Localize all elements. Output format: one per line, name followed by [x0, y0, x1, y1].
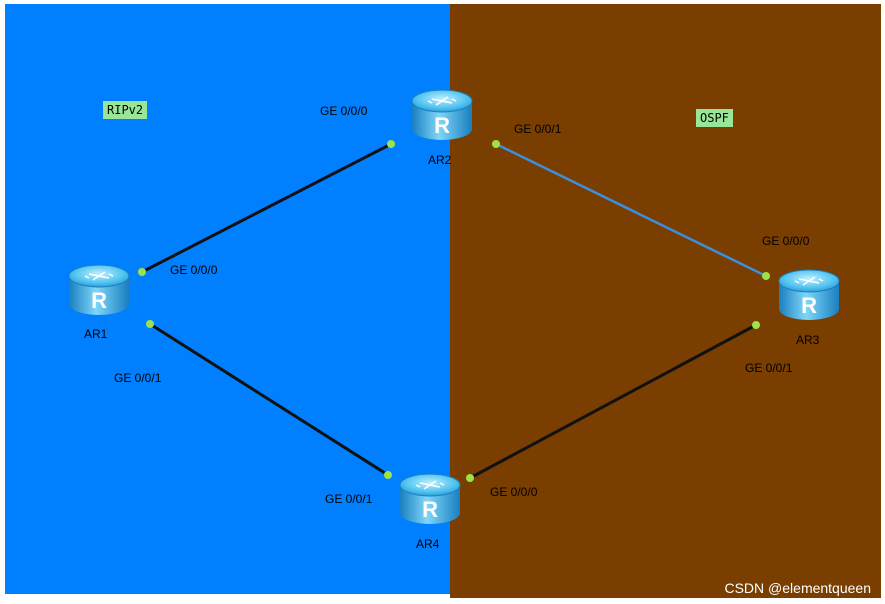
link-ar1-ar4 — [149, 322, 389, 477]
port-label-ar3-ge000: GE 0/0/0 — [762, 234, 810, 248]
router-icon[interactable]: R — [411, 89, 473, 140]
ripv2-tag: RIPv2 — [103, 101, 148, 119]
port-dot — [387, 140, 395, 148]
port-label-ar2-ge001: GE 0/0/1 — [514, 122, 562, 136]
router-icon[interactable]: R — [399, 473, 461, 524]
router-icon[interactable]: R — [778, 269, 840, 320]
router-icon[interactable]: R — [68, 264, 130, 315]
port-dot — [146, 320, 154, 328]
router-name-ar4: AR4 — [416, 537, 440, 551]
link-ar4-ar3 — [469, 323, 757, 480]
port-dot — [492, 140, 500, 148]
svg-text:R: R — [801, 293, 817, 318]
port-dot — [762, 272, 770, 280]
svg-text:R: R — [91, 288, 107, 313]
port-dot — [466, 474, 474, 482]
link-ar2-ar3 — [495, 142, 767, 278]
router-name-ar3: AR3 — [796, 333, 820, 347]
port-dot — [384, 471, 392, 479]
router-name-ar2: AR2 — [428, 153, 452, 167]
port-dot — [752, 321, 760, 329]
port-label-ar1-ge000: GE 0/0/0 — [170, 263, 218, 277]
svg-text:R: R — [434, 113, 450, 138]
watermark: CSDN @elementqueen — [724, 580, 871, 596]
router-name-ar1: AR1 — [84, 327, 108, 341]
port-label-ar3-ge001: GE 0/0/1 — [745, 361, 793, 375]
port-label-ar1-ge001: GE 0/0/1 — [114, 371, 162, 385]
svg-text:R: R — [422, 497, 438, 522]
port-label-ar2-ge000: GE 0/0/0 — [320, 104, 368, 118]
port-dot — [138, 268, 146, 276]
ospf-tag: OSPF — [696, 109, 733, 127]
link-ar1-ar2 — [141, 142, 392, 274]
port-label-ar4-ge000: GE 0/0/0 — [490, 485, 538, 499]
port-label-ar4-ge001: GE 0/0/1 — [325, 492, 373, 506]
